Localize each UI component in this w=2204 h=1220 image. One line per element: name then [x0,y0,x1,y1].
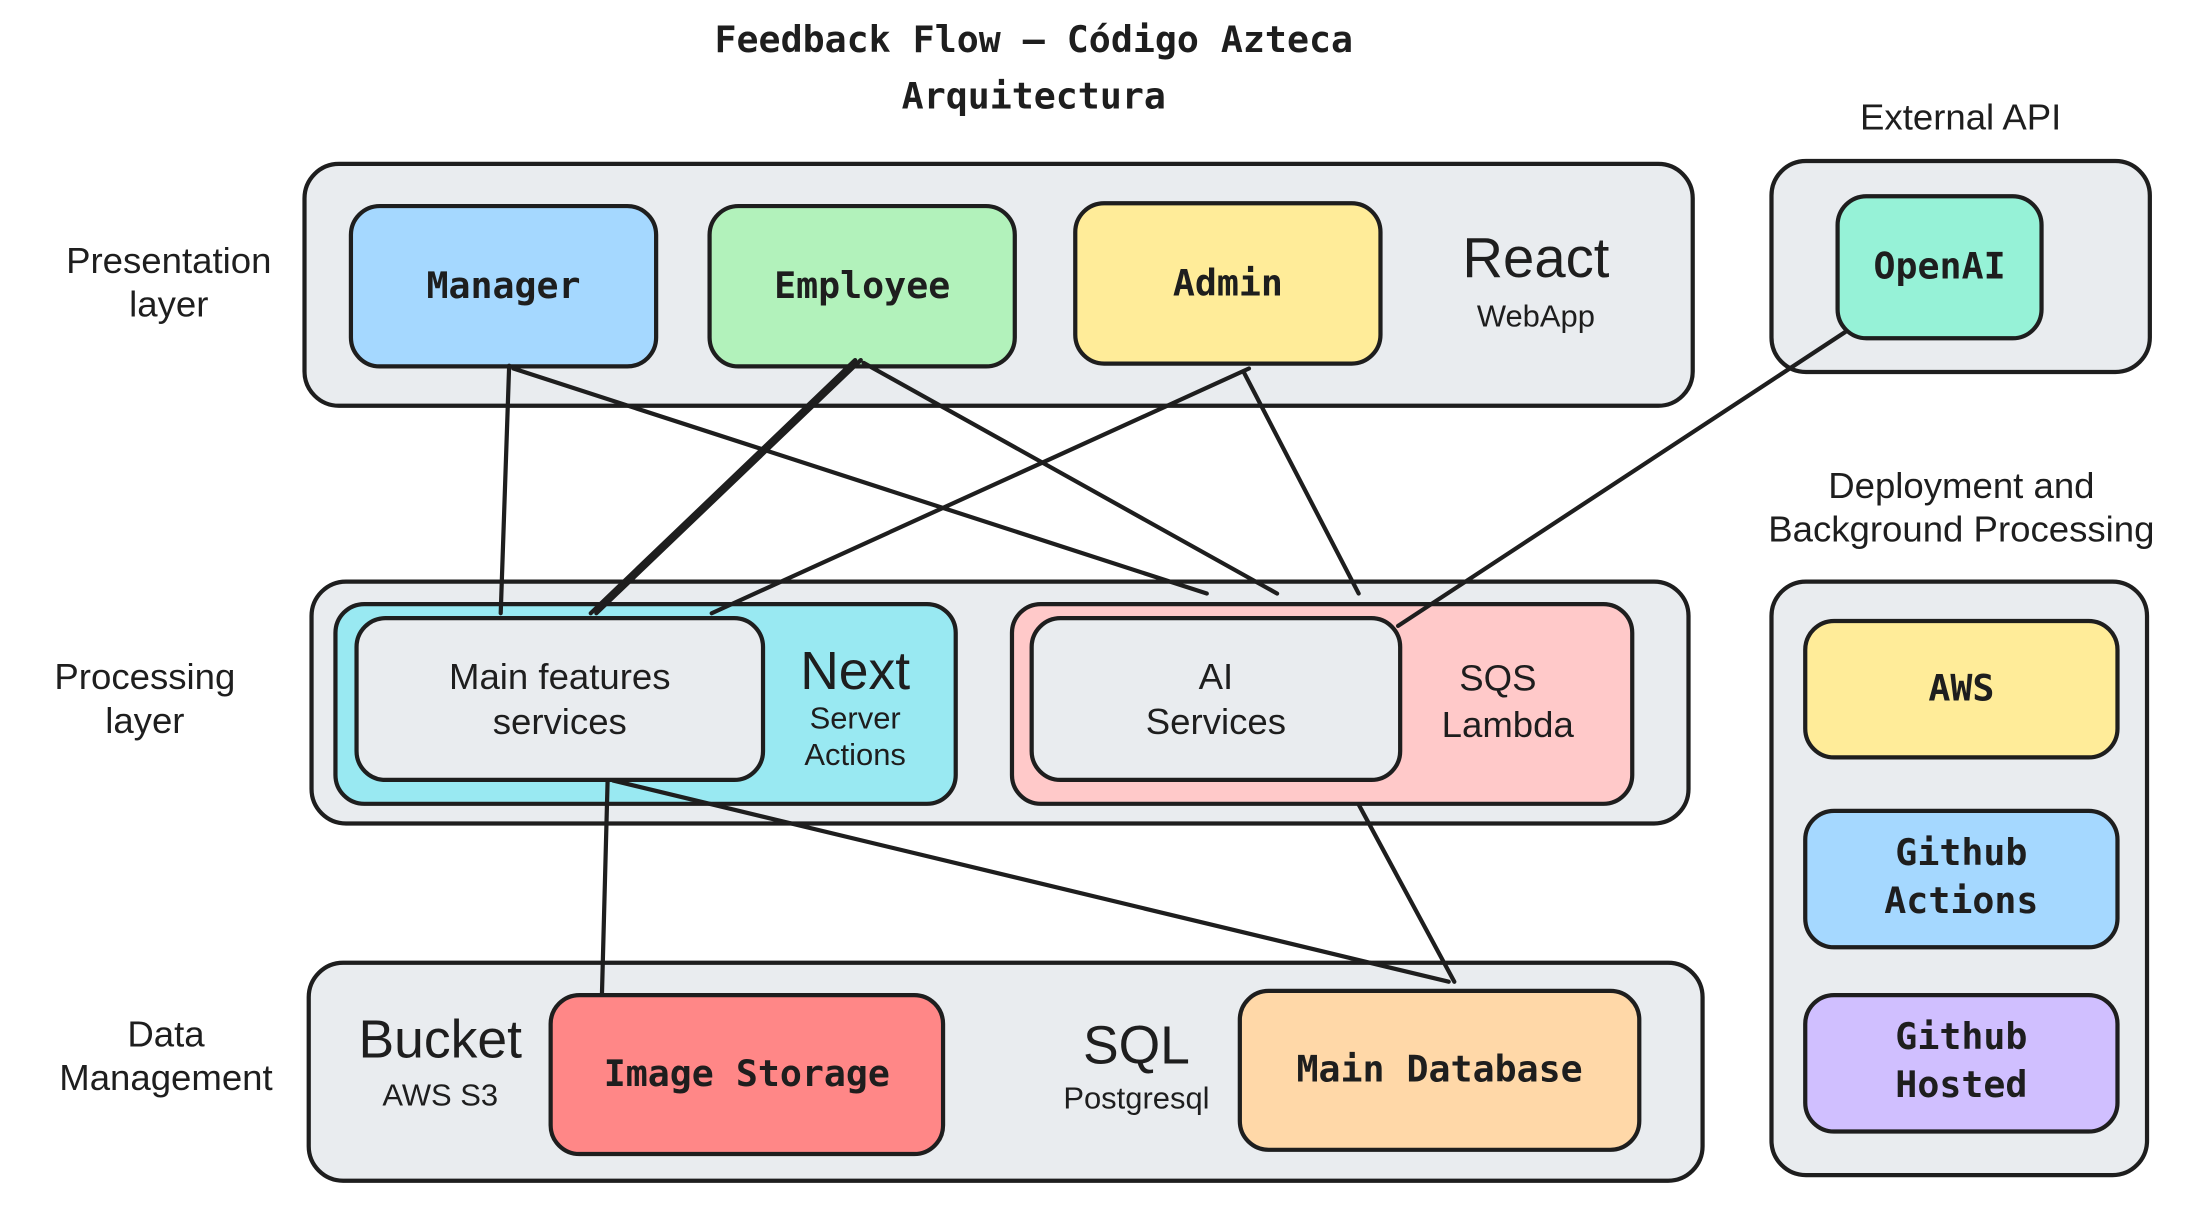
connector-sqs-database [1356,802,1457,984]
server-actions-label: Server Actions [804,700,906,773]
webapp-label: WebApp [1476,298,1595,334]
next-label: Next [800,642,911,702]
admin-label: Admin [1172,262,1283,305]
diagram-subtitle: Arquitectura [901,75,1166,119]
ai-services-label: AI Services [1145,654,1287,743]
react-label: React [1462,227,1610,290]
admin-box: Admin [1073,201,1383,366]
github-hosted-label: Github Hosted [1895,1017,2028,1107]
employee-label: Employee [774,265,951,308]
sqs-lambda-label: SQS Lambda [1441,656,1574,745]
image-storage-label: Image Storage [603,1053,890,1096]
bucket-label: Bucket [358,1011,522,1071]
openai-box: OpenAI [1835,194,2044,341]
external-api-title: External API [1860,95,2062,138]
layer-label-data: Data Management [59,1012,273,1099]
image-storage-box: Image Storage [548,992,946,1157]
main-features-services-box: Main features services [354,616,766,783]
manager-label: Manager [426,265,581,308]
aws-box: AWS [1803,618,2120,760]
main-database-label: Main Database [1296,1049,1583,1092]
deployment-title: Deployment and Background Processing [1768,464,2155,551]
sql-label: SQL [1082,1016,1190,1076]
openai-label: OpenAI [1873,246,2006,289]
postgresql-label: Postgresql [1063,1080,1210,1116]
layer-label-presentation: Presentation layer [66,239,272,326]
ai-services-box: AI Services [1029,616,1403,783]
github-actions-box: Github Actions [1803,808,2120,950]
manager-box: Manager [348,203,659,369]
main-database-box: Main Database [1237,988,1642,1152]
aws-label: AWS [1928,668,1995,711]
layer-label-processing: Processing layer [54,655,236,742]
employee-box: Employee [707,203,1017,369]
aws-s3-label: AWS S3 [382,1077,499,1113]
github-actions-label: Github Actions [1884,832,2039,923]
main-features-services-label: Main features services [449,654,671,743]
github-hosted-box: Github Hosted [1803,992,2120,1134]
diagram-title: Feedback Flow – Código Azteca [714,19,1354,62]
